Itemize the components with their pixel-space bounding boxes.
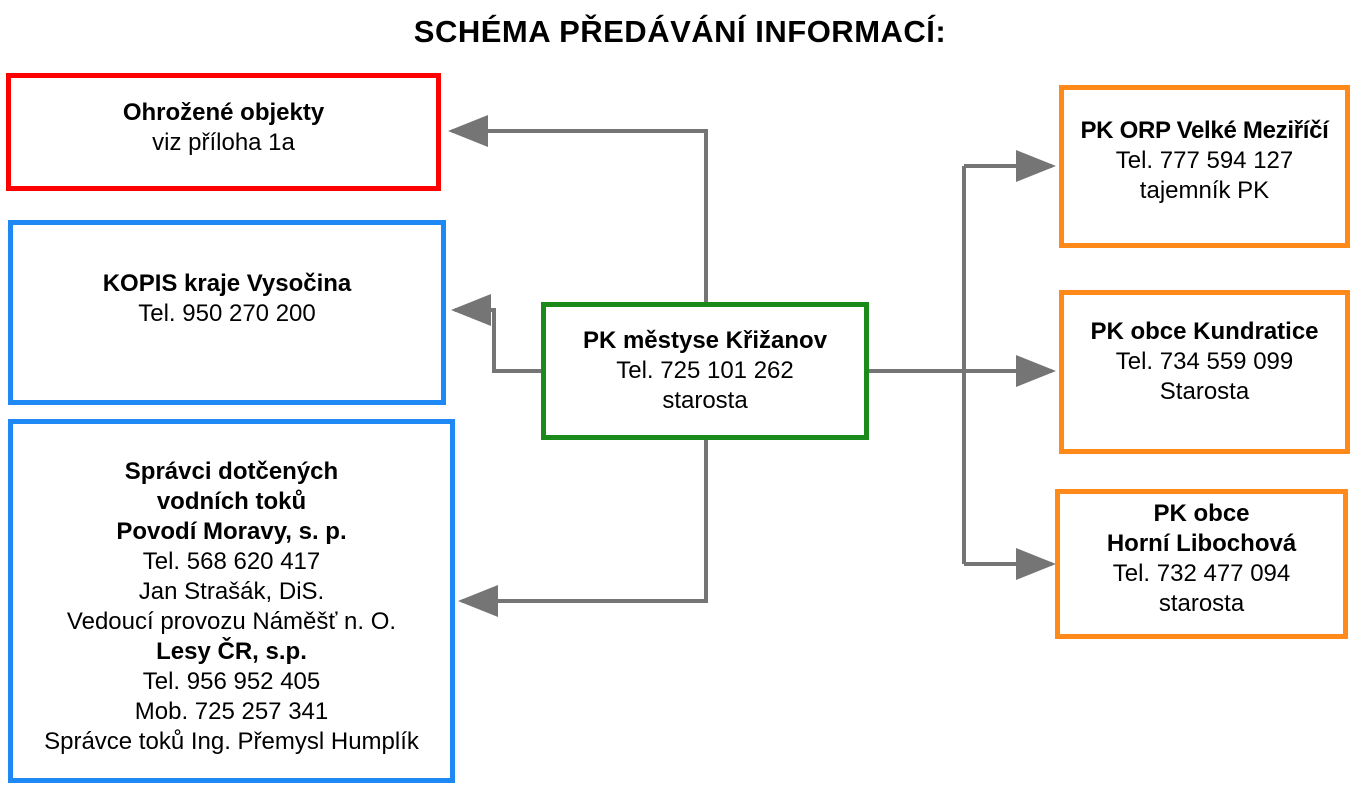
ohrozene-note: viz příloha 1a bbox=[152, 129, 295, 156]
kopis-title: KOPIS kraje Vysočina bbox=[102, 269, 352, 297]
lesy-mobile: Mob. 725 257 341 bbox=[134, 698, 329, 725]
arrow-to-ohrozene bbox=[448, 115, 708, 303]
libochova-role: starosta bbox=[1158, 590, 1245, 617]
libochova-title-1: PK obce bbox=[1153, 500, 1250, 527]
orp-phone: Tel. 777 594 127 bbox=[1115, 146, 1294, 174]
center-phone: Tel. 725 101 262 bbox=[616, 357, 794, 384]
libochova-box: PK obce Horní Libochová Tel. 732 477 094… bbox=[1055, 489, 1348, 639]
kundratice-phone: Tel. 734 559 099 bbox=[1115, 348, 1294, 375]
kopis-phone: Tel. 950 270 200 bbox=[138, 299, 316, 327]
arrow-to-kopis bbox=[451, 294, 542, 373]
orp-role: tajemník PK bbox=[1139, 176, 1270, 204]
ohrozene-objekty-box: Ohrožené objekty viz příloha 1a bbox=[6, 73, 441, 191]
spravci-box: Správci dotčených vodních toků Povodí Mo… bbox=[8, 419, 455, 783]
orp-box: PK ORP Velké Meziříčí Tel. 777 594 127 t… bbox=[1059, 85, 1350, 248]
diagram-title: SCHÉMA PŘEDÁVÁNÍ INFORMACÍ: bbox=[413, 14, 947, 49]
libochova-title-2: Horní Libochová bbox=[1106, 530, 1297, 557]
lesy-phone: Tel. 956 952 405 bbox=[142, 668, 321, 695]
povodi-phone: Tel. 568 620 417 bbox=[142, 548, 321, 575]
libochova-phone: Tel. 732 477 094 bbox=[1112, 560, 1291, 587]
kundratice-role: Starosta bbox=[1159, 378, 1250, 405]
lesy-role: Správce toků Ing. Přemysl Humplík bbox=[44, 728, 419, 755]
kopis-box: KOPIS kraje Vysočina Tel. 950 270 200 bbox=[8, 220, 446, 405]
spravci-heading-2: vodních toků bbox=[156, 488, 307, 515]
kundratice-title: PK obce Kundratice bbox=[1090, 318, 1319, 345]
povodi-role: Vedoucí provozu Náměšť n. O. bbox=[66, 608, 397, 635]
arrow-to-spravci bbox=[458, 440, 708, 617]
povodi-person: Jan Strašák, DiS. bbox=[138, 578, 325, 605]
center-role: starosta bbox=[662, 387, 748, 414]
povodi-name: Povodí Moravy, s. p. bbox=[116, 518, 347, 545]
lesy-name: Lesy ČR, s.p. bbox=[156, 638, 307, 665]
kundratice-box: PK obce Kundratice Tel. 734 559 099 Star… bbox=[1059, 290, 1350, 454]
spravci-heading-1: Správci dotčených bbox=[124, 458, 339, 485]
center-title: PK městyse Křižanov bbox=[582, 327, 828, 354]
center-krizanov-box: PK městyse Křižanov Tel. 725 101 262 sta… bbox=[541, 302, 869, 440]
orp-title: PK ORP Velké Meziříčí bbox=[1080, 116, 1329, 144]
ohrozene-title: Ohrožené objekty bbox=[122, 99, 325, 126]
